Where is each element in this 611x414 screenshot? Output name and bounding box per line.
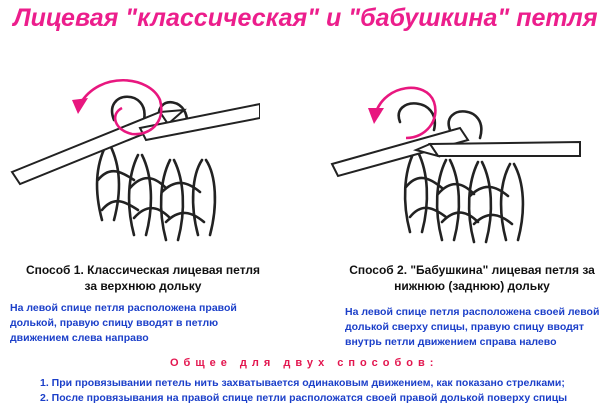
common-list: 1. При провязывании петель нить захватыв… <box>40 376 611 406</box>
method1-desc-line1: На левой спице петля расположена правой <box>10 302 237 314</box>
method1-title: Способ 1. Классическая лицевая петля за … <box>8 262 278 294</box>
knitting-needle-icon <box>330 126 581 178</box>
method1-desc-line2: долькой, правую спицу вводят в петлю <box>10 317 219 329</box>
method2-description: На левой спице петля расположена своей л… <box>345 305 611 350</box>
yarn-loop-icon <box>397 102 525 244</box>
method1-description: На левой спице петля расположена правой … <box>10 301 300 346</box>
method2-desc-line3: внутрь петли движением справа налево <box>345 336 557 348</box>
yarn-loop-icon <box>95 95 217 242</box>
method1-illustration <box>10 79 260 242</box>
method1-title-line1: Способ 1. Классическая лицевая петля <box>25 263 261 277</box>
common-item-1: 1. При провязывании петель нить захватыв… <box>40 377 565 389</box>
page-title: Лицевая "классическая" и "бабушкина" пет… <box>13 4 598 32</box>
method2-illustration <box>330 86 581 244</box>
method2-desc-line1: На левой спице петля расположена своей л… <box>345 306 600 318</box>
direction-arrow-icon <box>72 79 163 136</box>
method1-title-line2: за верхнюю дольку <box>84 279 202 293</box>
method2-title-line1: Способ 2. "Бабушкина" лицевая петля за <box>349 263 595 277</box>
common-item-2: 2. После провязывания на правой спице пе… <box>40 392 568 404</box>
method2-title: Способ 2. "Бабушкина" лицевая петля за н… <box>338 262 606 294</box>
common-section-title: Общее для двух способов: <box>170 357 439 369</box>
knitting-needle-icon <box>10 102 260 186</box>
method2-title-line2: нижнюю (заднюю) дольку <box>394 279 550 293</box>
method1-desc-line3: движением слева направо <box>10 332 149 344</box>
method2-desc-line2: долькой сверху спицы, правую спицу вводя… <box>345 321 585 333</box>
direction-arrow-icon <box>368 86 437 140</box>
